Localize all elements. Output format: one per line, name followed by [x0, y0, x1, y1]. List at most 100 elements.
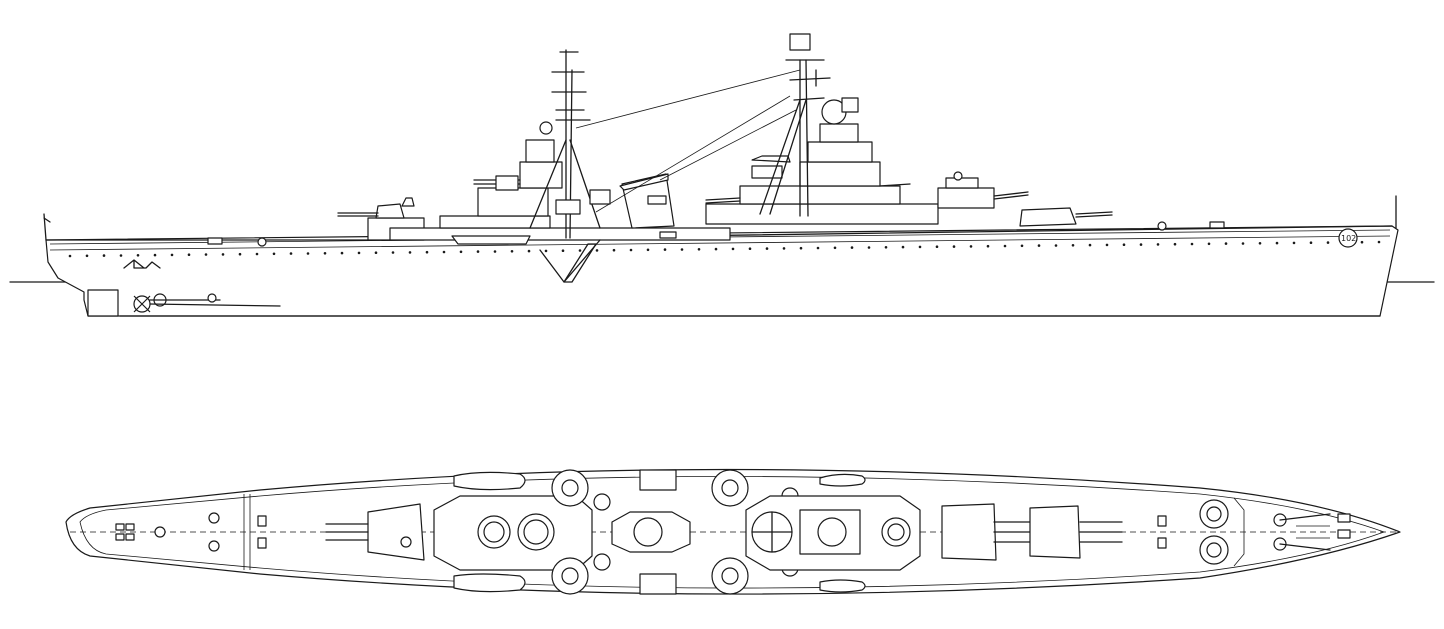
porthole: [510, 250, 514, 253]
hull: [45, 225, 1399, 317]
porthole: [595, 249, 599, 252]
porthole: [1258, 242, 1262, 245]
porthole: [629, 248, 633, 252]
porthole: [748, 247, 752, 250]
porthole: [1156, 243, 1160, 246]
porthole: [408, 251, 412, 254]
porthole: [391, 251, 395, 254]
aft-boat-port: [453, 471, 526, 491]
porthole: [1190, 242, 1194, 246]
porthole: [1224, 242, 1228, 245]
porthole: [153, 253, 157, 257]
forward-superstructure-plan: [745, 495, 921, 571]
porthole: [238, 252, 242, 256]
propellers: [133, 293, 281, 313]
forward-mast: [759, 33, 831, 217]
porthole: [850, 246, 854, 249]
porthole: [1088, 243, 1092, 247]
stern-flagstaff: [43, 213, 51, 241]
porthole: [1326, 241, 1330, 244]
aft-boat-starboard: [453, 573, 526, 593]
radar-antenna: [789, 33, 811, 51]
porthole: [816, 246, 820, 250]
porthole: [1275, 241, 1279, 245]
porthole: [952, 245, 956, 248]
funnel-plan: [611, 469, 691, 595]
porthole: [884, 246, 888, 249]
forward-boat-port: [819, 473, 866, 487]
aft-tower: [389, 121, 731, 241]
porthole: [1020, 244, 1024, 248]
porthole: [799, 246, 803, 250]
porthole: [1105, 243, 1109, 247]
porthole: [1173, 242, 1177, 246]
forward-turret: [1019, 207, 1113, 227]
porthole: [221, 253, 225, 256]
porthole: [1360, 240, 1364, 244]
hull-number-badge: [1338, 228, 1358, 248]
midship-boats: [451, 189, 611, 245]
side-profile-view: 102: [9, 33, 1435, 317]
porthole: [1037, 244, 1041, 247]
porthole: [714, 247, 718, 251]
porthole: [476, 250, 480, 253]
porthole: [969, 245, 973, 248]
bow-fittings: [1157, 497, 1351, 567]
porthole: [986, 244, 990, 248]
aft-superstructure-plan: [433, 495, 593, 571]
porthole: [425, 250, 429, 254]
porthole: [374, 251, 378, 254]
porthole: [731, 247, 735, 251]
rigging-stays: [575, 69, 801, 213]
porthole: [646, 248, 650, 252]
stern-anchor-gear: [123, 259, 161, 269]
porthole: [68, 254, 72, 258]
porthole: [782, 247, 786, 250]
porthole: [867, 246, 871, 249]
porthole: [1003, 244, 1007, 248]
porthole: [85, 254, 89, 258]
porthole: [272, 252, 276, 256]
porthole: [578, 249, 582, 252]
porthole: [119, 254, 123, 257]
forward-turrets-plan: [941, 503, 1123, 561]
porthole: [459, 250, 463, 254]
porthole: [1309, 241, 1313, 244]
rudder: [87, 289, 119, 317]
funnel: [619, 173, 675, 229]
porthole: [357, 251, 361, 255]
stern-fittings: [115, 512, 267, 552]
porthole: [136, 254, 140, 257]
porthole: [612, 248, 616, 252]
porthole: [833, 246, 837, 250]
porthole: [187, 253, 191, 256]
porthole: [527, 249, 531, 253]
forward-superstructure: [705, 97, 1029, 225]
porthole: [340, 251, 344, 255]
porthole: [1377, 240, 1381, 244]
porthole: [1292, 241, 1296, 245]
porthole: [1207, 242, 1211, 246]
forward-boat-starboard: [819, 579, 866, 593]
plan-view: [65, 468, 1401, 595]
porthole: [680, 248, 684, 251]
porthole: [170, 253, 174, 257]
deck-fittings: [207, 221, 1225, 247]
porthole: [1122, 243, 1126, 246]
porthole: [323, 252, 327, 255]
porthole: [255, 252, 259, 256]
portholes: [68, 240, 1381, 258]
porthole: [561, 249, 565, 252]
porthole: [306, 252, 310, 255]
porthole: [663, 248, 667, 251]
porthole: [442, 250, 446, 254]
porthole: [289, 252, 293, 255]
porthole: [1071, 244, 1075, 247]
porthole: [901, 245, 905, 249]
aa-mounts-aft: [551, 469, 611, 595]
porthole: [697, 248, 701, 251]
hull-number-text: 102: [1341, 234, 1356, 243]
porthole: [918, 245, 922, 249]
porthole: [1139, 243, 1143, 246]
